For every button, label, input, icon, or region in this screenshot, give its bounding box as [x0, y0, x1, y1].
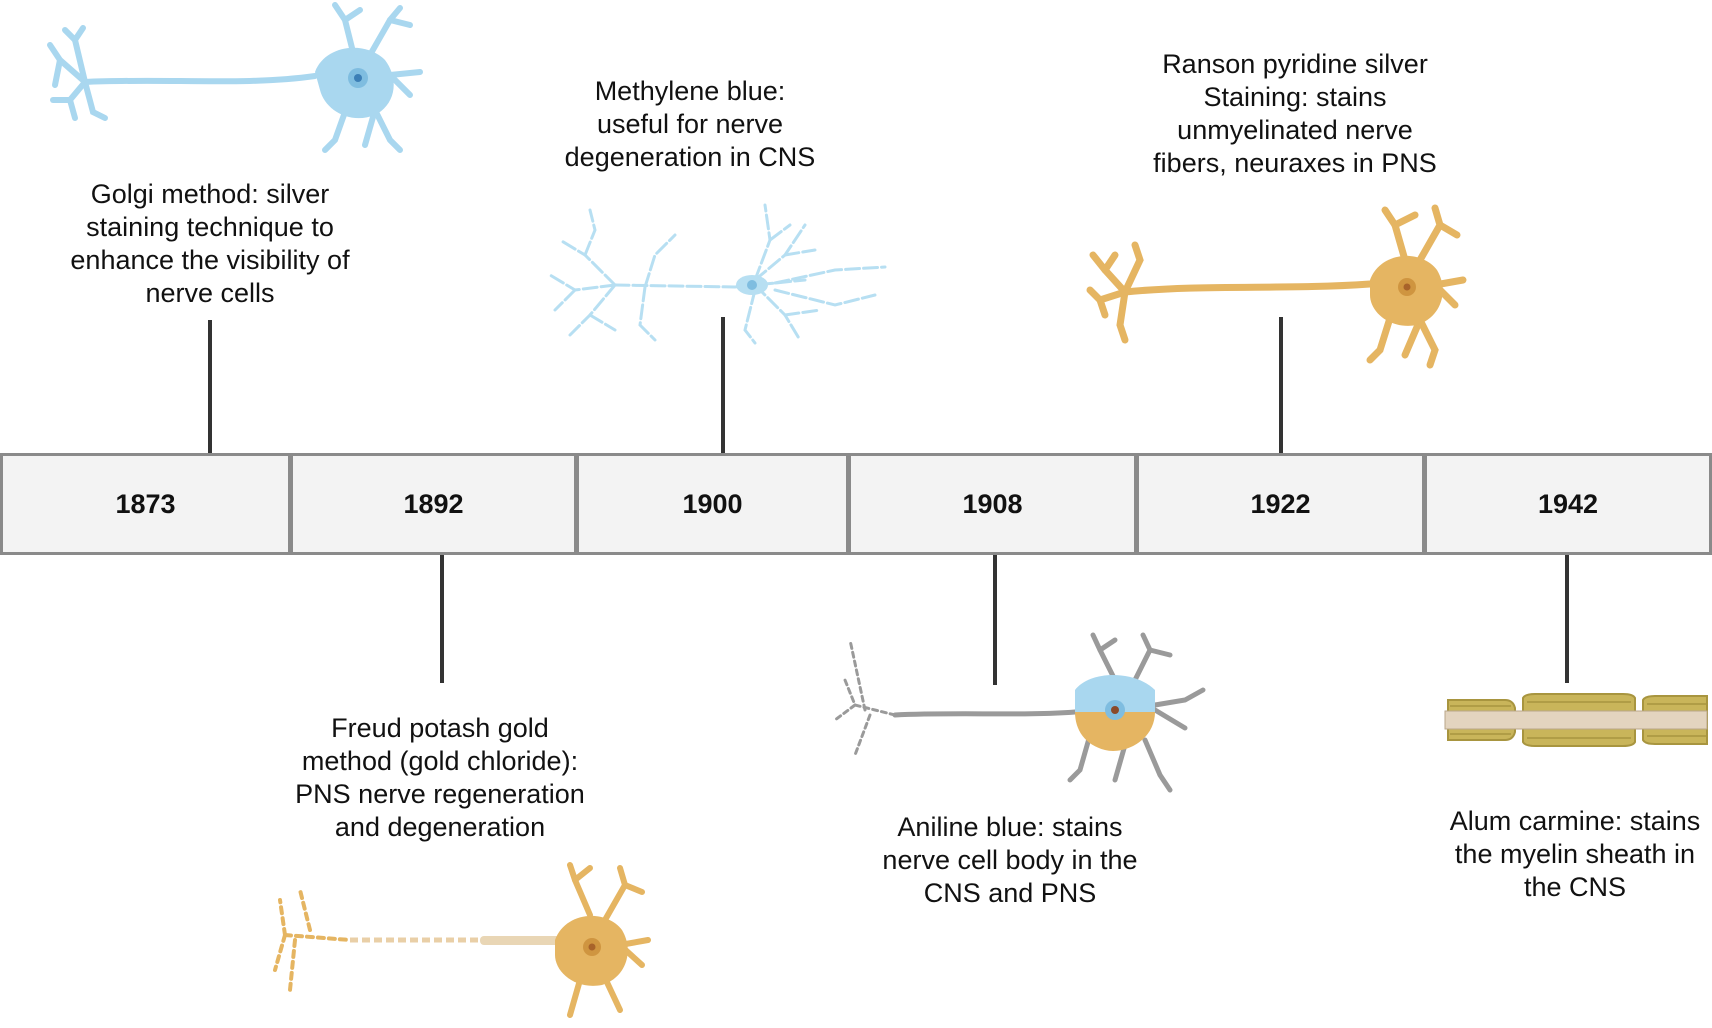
year-cell-1900: 1900	[579, 456, 851, 552]
caption-1892: Freud potash gold method (gold chloride)…	[295, 713, 585, 842]
year-cell-1908: 1908	[851, 456, 1139, 552]
connector-1873	[208, 320, 212, 453]
timeline-bar: 1873 1892 1900 1908 1922 1942	[0, 453, 1712, 555]
connector-1922	[1279, 317, 1283, 453]
neuron-gold-icon	[1086, 204, 1467, 369]
myelin-sheath-icon	[1444, 693, 1708, 747]
year-cell-1922: 1922	[1139, 456, 1427, 552]
connector-1892	[440, 555, 444, 683]
year-cell-1942: 1942	[1427, 456, 1709, 552]
neuron-grey-blue-gold-icon	[833, 632, 1206, 793]
year-cell-1892: 1892	[293, 456, 579, 552]
connector-1942	[1565, 555, 1569, 683]
caption-1873: Golgi method: silver staining technique …	[70, 179, 350, 308]
caption-1922: Ranson pyridine silver Staining: stains …	[1153, 49, 1437, 178]
neuron-gold-degenerating-icon	[273, 862, 651, 1018]
neuron-blue-icon	[47, 2, 423, 153]
neuron-blue-dendritic-icon	[548, 203, 887, 345]
connector-1908	[993, 555, 997, 685]
caption-1908: Aniline blue: stains nerve cell body in …	[882, 812, 1138, 908]
year-cell-1873: 1873	[3, 456, 293, 552]
connector-1900	[721, 317, 725, 453]
caption-1900: Methylene blue: useful for nerve degener…	[564, 76, 816, 172]
caption-1942: Alum carmine: stains the myelin sheath i…	[1449, 806, 1701, 902]
